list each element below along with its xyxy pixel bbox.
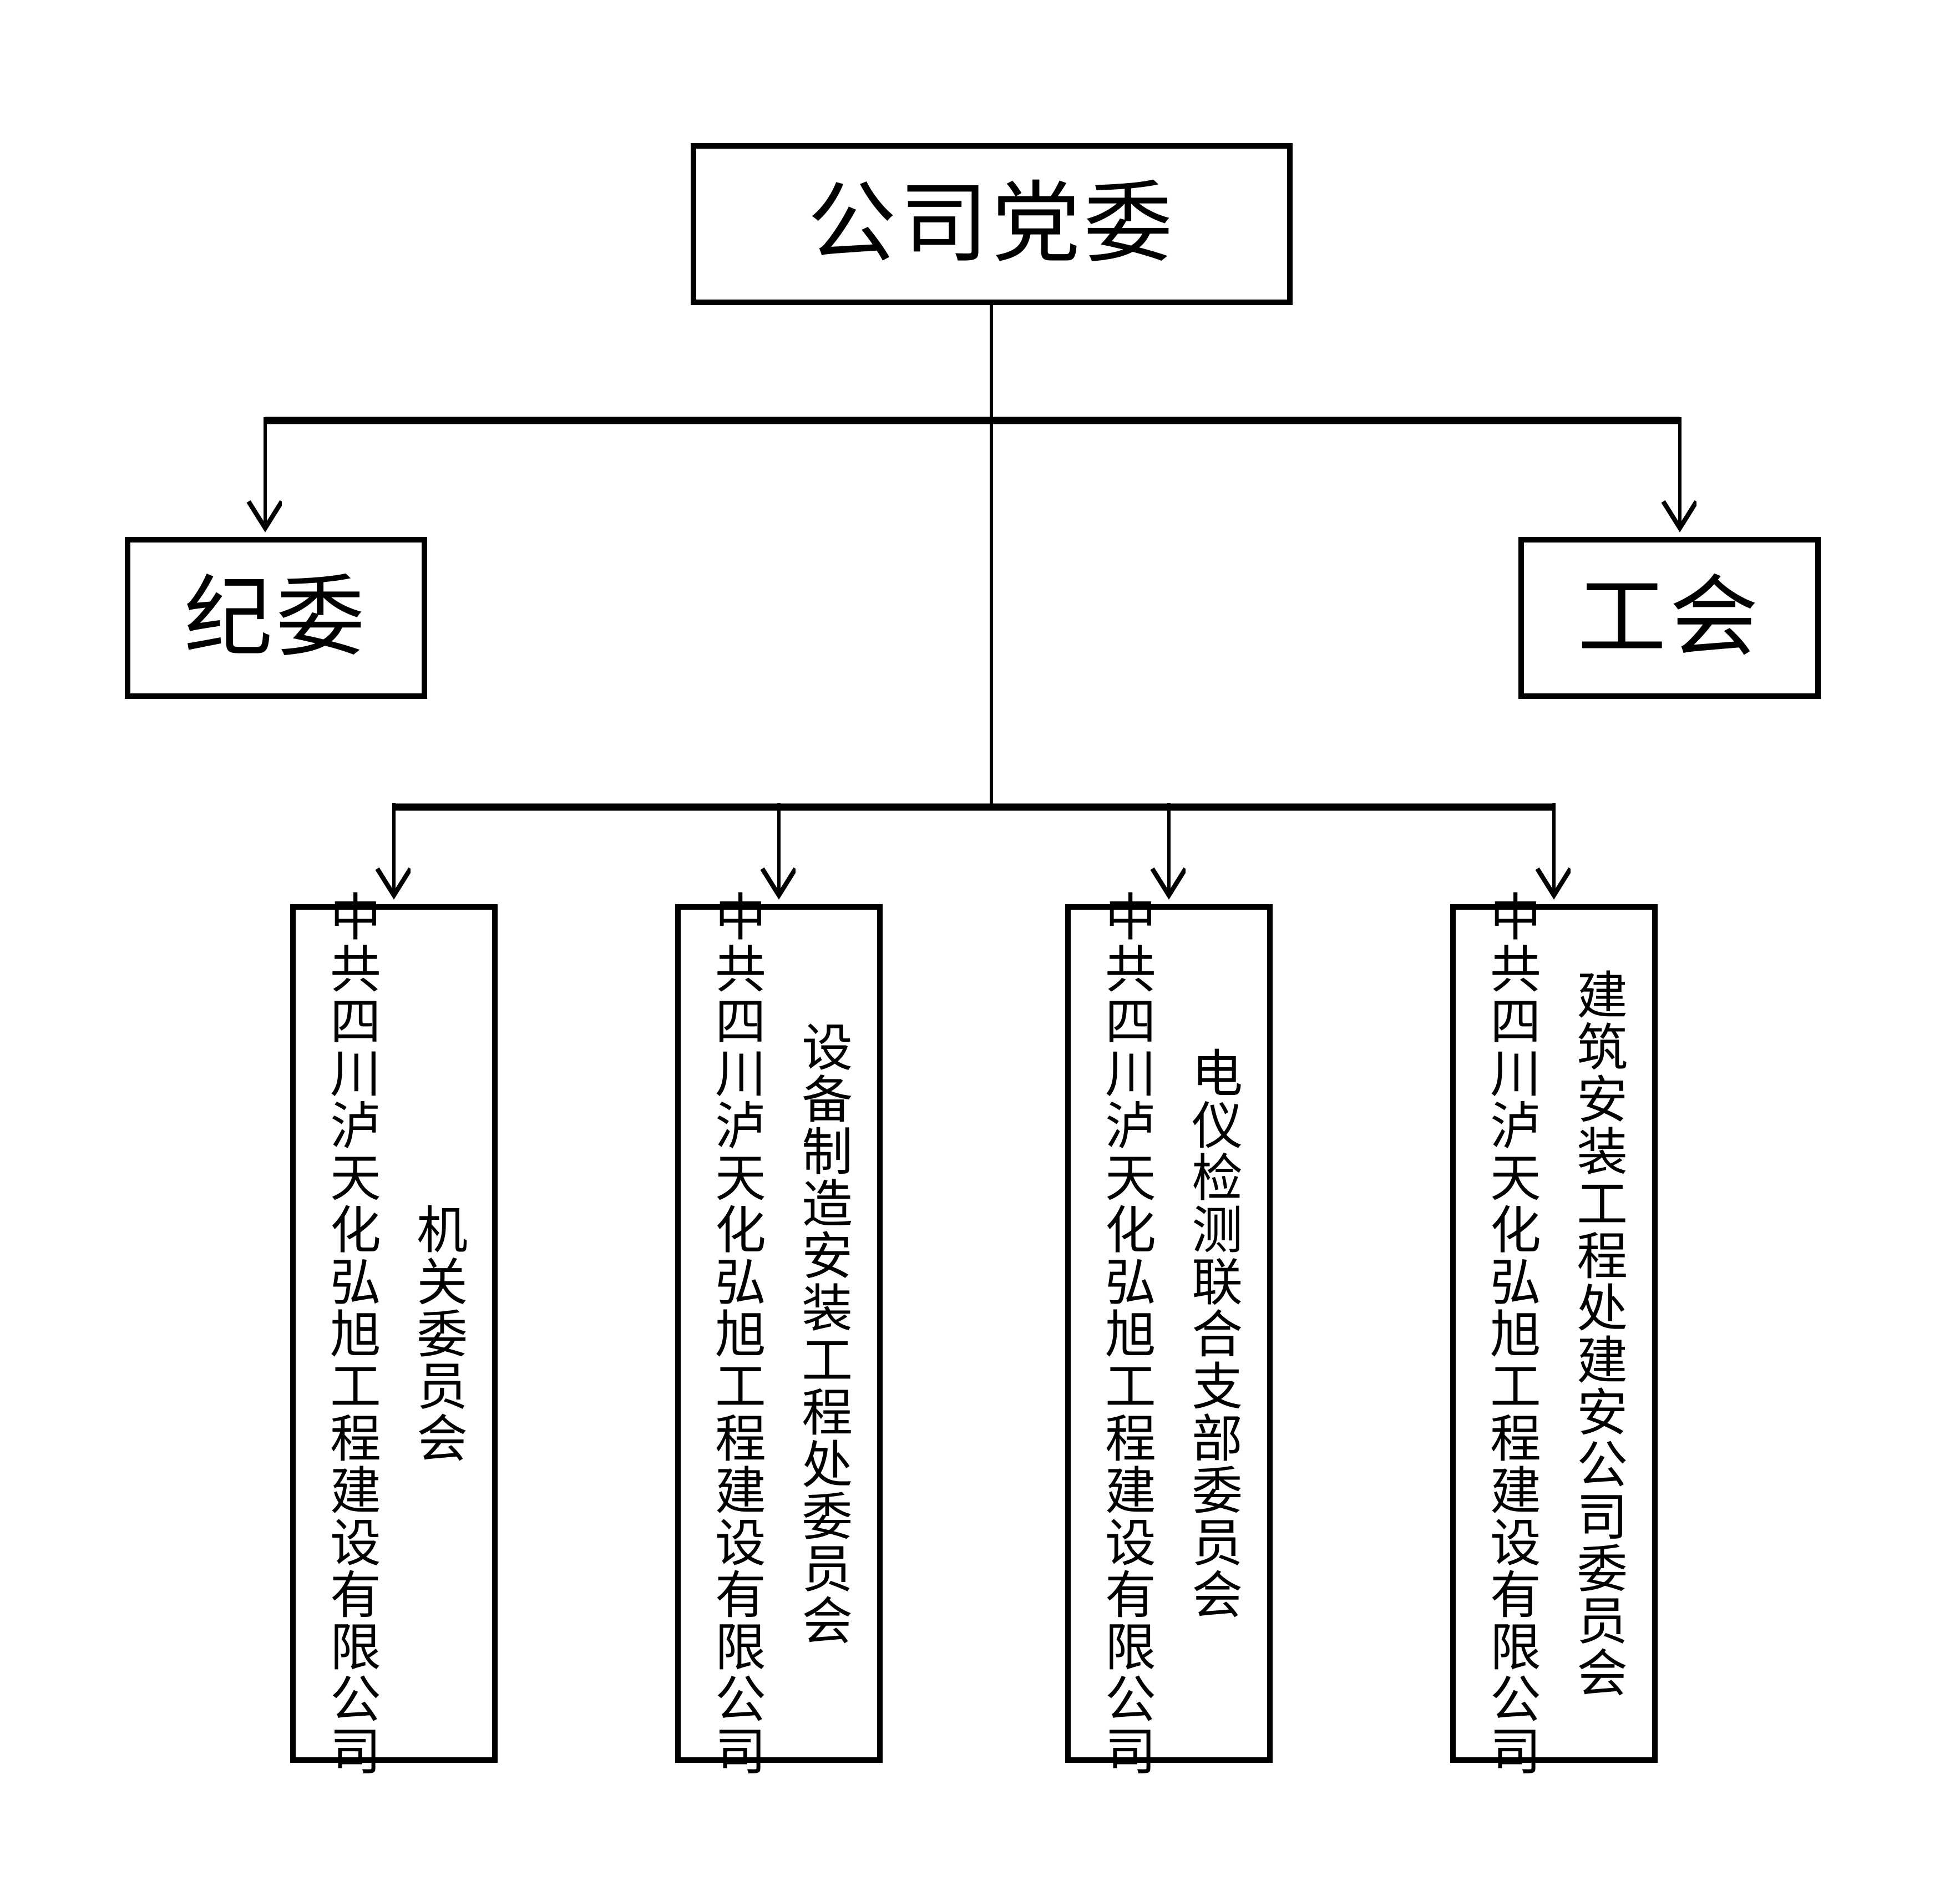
- branch-department-name: 设备制造安装工程处委员会: [794, 1021, 851, 1646]
- branch-company-name: 中共四川泸天化弘旭工程建设有限公司: [322, 890, 379, 1777]
- node-discipline-commission: 纪委: [125, 537, 427, 699]
- branch-company-name: 中共四川泸天化弘旭工程建设有限公司: [1482, 890, 1539, 1777]
- node-branch-committee-1: 中共四川泸天化弘旭工程建设有限公司 机关委员会: [290, 890, 498, 1777]
- node-branch-committee-2: 中共四川泸天化弘旭工程建设有限公司 设备制造安装工程处委员会: [675, 890, 883, 1777]
- branch-department-name: 建筑安装工程处建安公司委员会: [1569, 969, 1626, 1699]
- branch-company-name: 中共四川泸天化弘旭工程建设有限公司: [1097, 890, 1154, 1777]
- node-label: 纪委: [184, 569, 368, 667]
- node-labor-union: 工会: [1518, 537, 1821, 699]
- node-branch-committee-4: 中共四川泸天化弘旭工程建设有限公司 建筑安装工程处建安公司委员会: [1450, 890, 1658, 1777]
- node-label: 公司党委: [807, 175, 1176, 273]
- branch-department-name: 机关委员会: [409, 1203, 466, 1464]
- node-branch-committee-3: 中共四川泸天化弘旭工程建设有限公司 电仪检测联合支部委员会: [1065, 890, 1273, 1777]
- branch-company-name: 中共四川泸天化弘旭工程建设有限公司: [707, 890, 764, 1777]
- node-label: 工会: [1577, 569, 1762, 667]
- branch-department-name: 电仪检测联合支部委员会: [1184, 1047, 1241, 1620]
- node-company-party-committee: 公司党委: [691, 143, 1293, 305]
